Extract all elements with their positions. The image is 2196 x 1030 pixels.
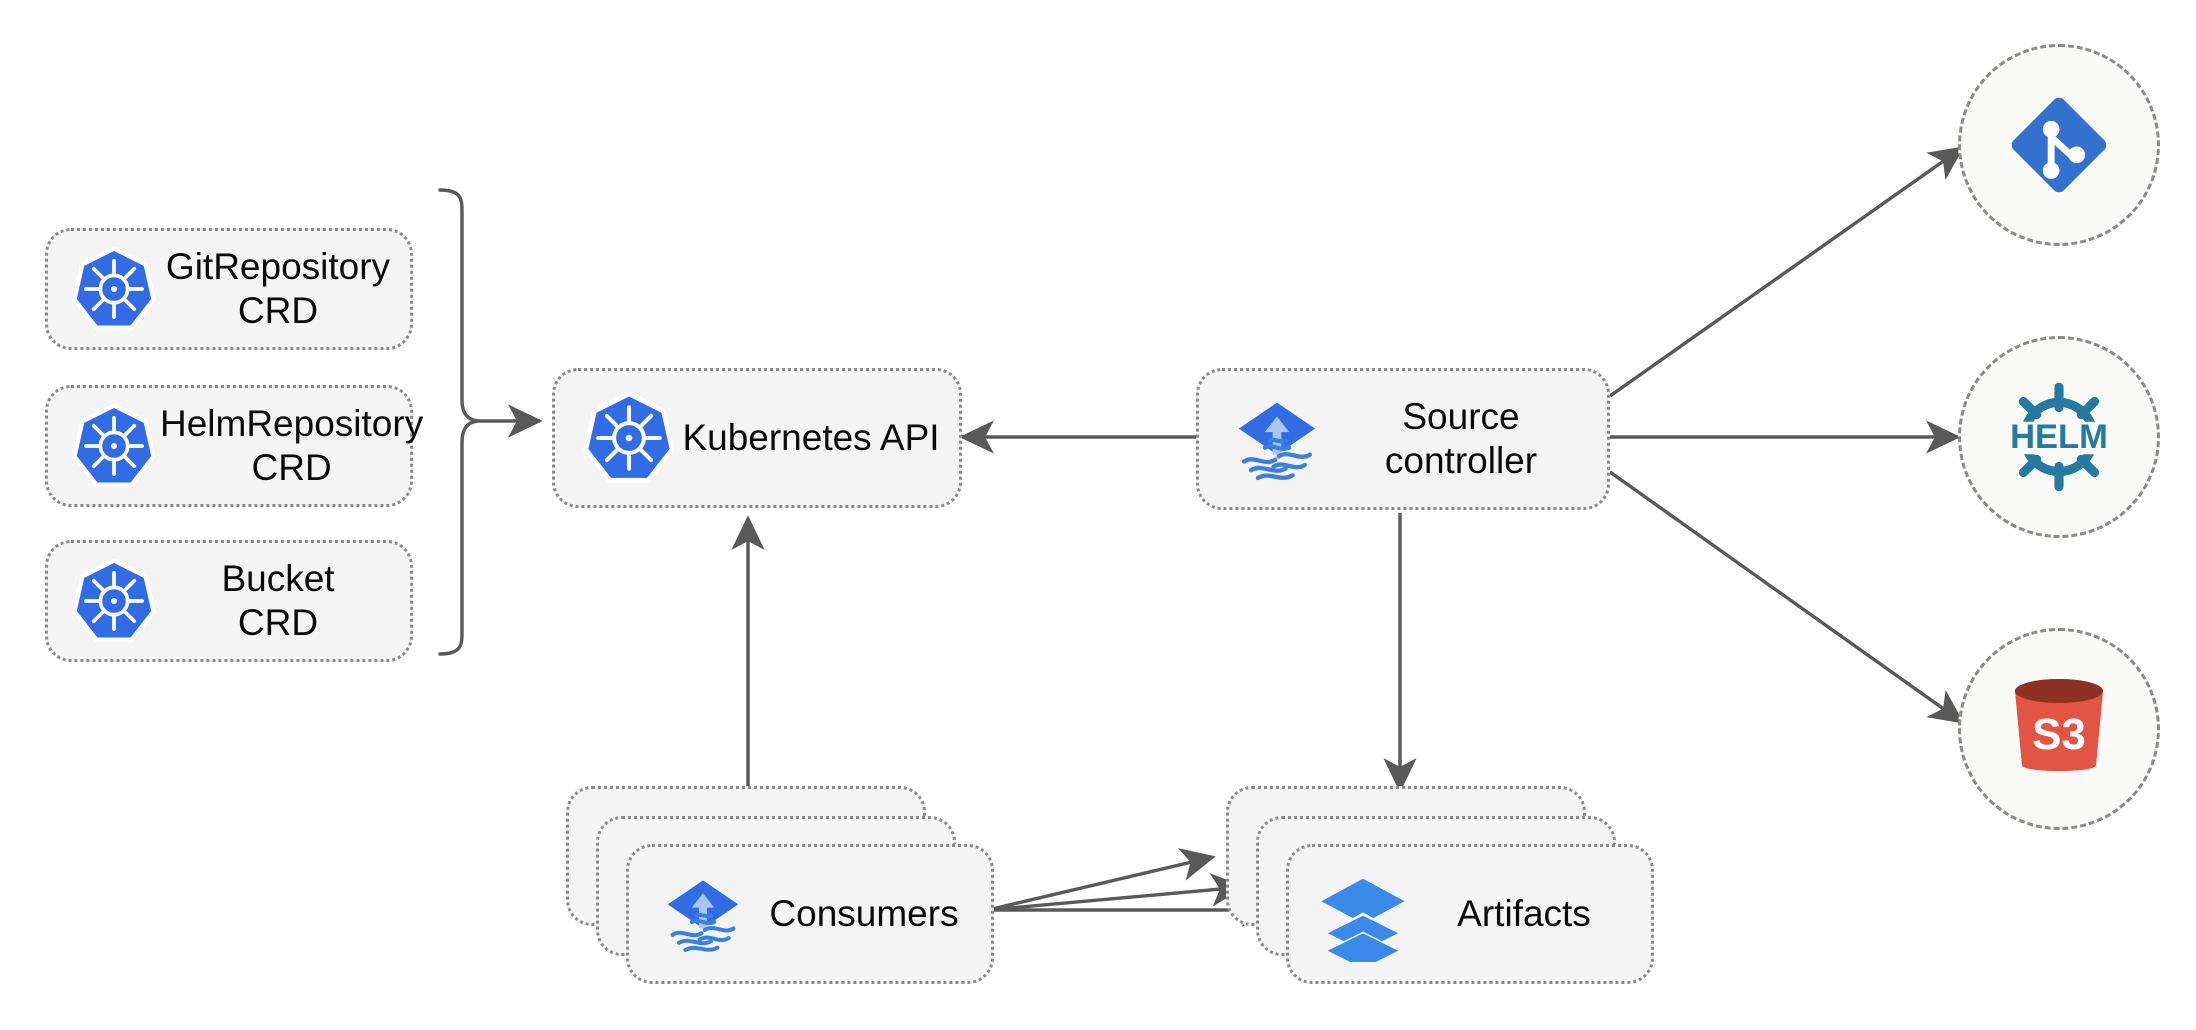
arrow-consumers-to-artifacts-mid (987, 873, 1246, 912)
helm-icon: HELM (1993, 371, 2125, 503)
node-artifacts-stack[interactable]: Artifacts (1226, 786, 1656, 986)
node-consumers-stack[interactable]: Consumers (566, 786, 996, 986)
source-circle-s3[interactable]: S3 (1958, 628, 2160, 830)
crd-label: HelmRepository CRD (160, 403, 424, 488)
consumers-card-front[interactable]: Consumers (626, 844, 994, 984)
node-label-consumers: Consumers (769, 893, 959, 935)
crd-box-bucket[interactable]: Bucket CRD (45, 540, 413, 662)
crd-label: GitRepository CRD (165, 246, 391, 331)
kubernetes-icon (68, 555, 160, 647)
git-icon (2000, 86, 2118, 204)
node-label-artifacts: Artifacts (1457, 893, 1591, 935)
kubernetes-icon (68, 243, 160, 335)
node-label-kubernetes-api: Kubernetes API (682, 417, 940, 459)
flux-icon (1225, 387, 1329, 491)
helm-label: HELM (2010, 418, 2108, 456)
flux-icon (655, 866, 751, 962)
node-source-controller[interactable]: Source controller (1196, 368, 1610, 510)
artifacts-card-front[interactable]: Artifacts (1286, 844, 1654, 984)
node-label-source-controller: Source controller (1384, 396, 1538, 481)
source-circle-git[interactable] (1958, 44, 2160, 246)
crd-label: Bucket CRD (221, 558, 335, 643)
layers-icon (1315, 866, 1411, 962)
arrow-source-controller-to-s3 (1609, 470, 1965, 724)
source-circle-helm[interactable]: HELM (1958, 336, 2160, 538)
kubernetes-icon (68, 400, 160, 492)
crd-group-brace (438, 188, 479, 656)
crd-box-gitrepository[interactable]: GitRepository CRD (45, 228, 413, 350)
arrow-consumers-to-artifacts-back (987, 848, 1216, 912)
crd-box-helmrepository[interactable]: HelmRepository CRD (45, 385, 423, 507)
arrow-source-controller-to-git (1609, 146, 1965, 398)
s3-bucket-icon: S3 (1999, 669, 2119, 789)
kubernetes-icon (581, 390, 677, 486)
s3-label: S3 (2032, 710, 2086, 759)
node-kubernetes-api[interactable]: Kubernetes API (552, 368, 962, 508)
